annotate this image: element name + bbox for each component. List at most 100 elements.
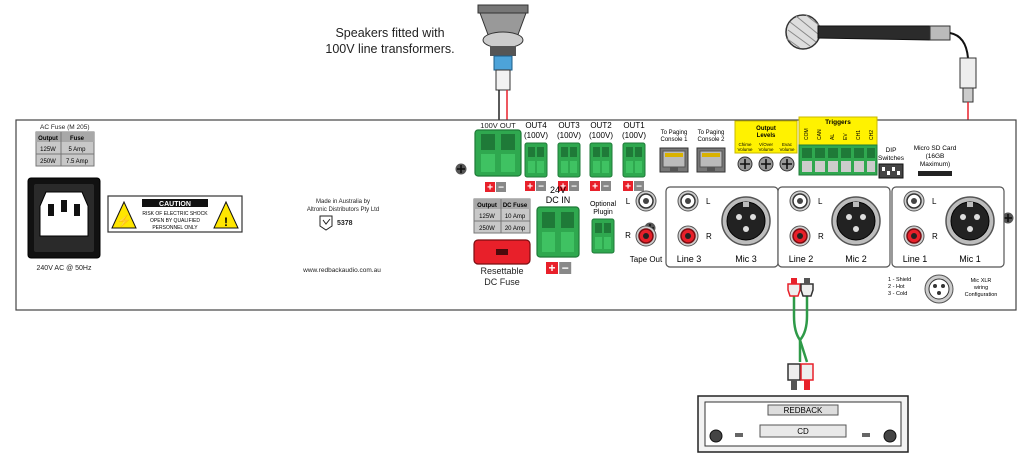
mic1-label: Mic 1 [959,254,981,264]
maker-line2: Altronic Distributors Pty Ltd [307,207,379,213]
optional-plugin-terminal[interactable]: Optional Plugin [590,201,617,254]
warning-icon: ⚡ [117,214,132,228]
ac-fuse-row2-output: 250W [40,159,56,165]
ac-fuse-title: AC Fuse (M 205) [40,124,90,131]
chime-label1: Chime [738,142,752,147]
optional-plugin-line1: Optional [590,201,617,208]
cert-number: 5378 [337,220,353,227]
evac-label1: Evac [782,142,793,147]
line3-l-label: L [706,197,711,206]
xlr-pin1: 1 - Shield [888,277,911,283]
line1-r-label: R [932,232,938,241]
micro-sd-slot[interactable]: Micro SD Card (16GB Maximum) [914,145,957,176]
line1-label: Line 1 [903,254,928,264]
dc-in-label-line2: DC IN [546,195,571,205]
mic3-xlr-jack[interactable] [721,196,771,246]
xlr-pin2: 2 - Hot [888,284,905,290]
output-levels-title2: Levels [757,133,776,139]
certification-mark: 5378 [319,215,353,231]
out1-label: OUT1 [623,121,645,130]
line3-left-jack[interactable] [677,190,699,212]
voiceover-label1: V/Over [759,142,774,147]
maker-line1: Made in Australia by [316,199,370,205]
resettable-label-line1: Resettable [480,266,523,276]
out2-sub: (100V) [589,131,613,140]
mic2-xlr-jack[interactable] [831,196,881,246]
ac-fuse-row1-output: 125W [40,147,56,153]
power-rating-label: 240V AC @ 50Hz [37,265,92,272]
sd-label2: (16GB [926,153,945,160]
xlr-caption3: Configuration [965,292,998,298]
paging1-line2: Console 1 [660,137,688,143]
line2-right-jack[interactable] [789,225,811,247]
resettable-label-line2: DC Fuse [484,277,520,287]
resettable-dc-fuse-button[interactable] [473,239,531,265]
sd-label3: Maximum) [920,161,950,168]
tape-out-r-label: R [625,231,631,240]
dip-switches[interactable]: DIP Switches [878,147,905,179]
chime-volume-trimmer[interactable] [737,156,753,172]
tape-out-connectors[interactable]: L R Tape Out [625,190,663,264]
tape-out-right-jack[interactable] [635,225,657,247]
xlr-pin3: 3 - Cold [888,291,907,297]
dc-in-terminal[interactable]: 24V DC IN [536,185,580,276]
output-terminal-out3[interactable]: OUT3 (100V) [557,121,581,193]
speaker-icon [477,4,529,91]
caution-line3: PERSONNEL ONLY [152,225,198,231]
xlr-caption1: Mic XLR [971,278,992,284]
out1-sub: (100V) [622,131,646,140]
cd-brand-label: REDBACK [784,406,823,415]
line2-label: Line 2 [789,254,814,264]
dip-label2: Switches [878,155,905,162]
output-levels-panel: Output Levels Chime Volume V/Over Volume… [734,120,798,154]
line3-label: Line 3 [677,254,702,264]
trigger-ch2: CH2 [869,130,875,140]
line2-l-label: L [818,197,823,206]
triggers-terminal[interactable]: Triggers COM CAN AL EV CH1 CH2 [798,116,878,176]
ac-fuse-row1-fuse: 5 Amp [68,147,86,153]
trigger-ev: EV [843,133,849,140]
output-terminal-out2[interactable]: OUT2 (100V) [589,121,613,193]
website-label: www.redbackaudio.com.au [302,267,381,274]
paging-console-1-port[interactable]: To Paging Console 1 [659,130,689,173]
out2-label: OUT2 [590,121,612,130]
speaker-caption-line1: Speakers fitted with [335,26,444,40]
dc-in-label-line1: 24V [550,185,566,195]
line1-right-jack[interactable] [903,225,925,247]
line3-r-label: R [706,232,712,241]
ac-fuse-header-output: Output [38,136,58,142]
out3-label: OUT3 [558,121,580,130]
100v-out-terminal[interactable]: 100V OUT [474,121,522,194]
xlr-wiring-diagram: 1 - Shield 2 - Hot 3 - Cold Mic XLR wiri… [888,274,998,304]
tape-out-label: Tape Out [630,255,663,264]
triggers-title: Triggers [825,119,851,126]
100v-out-label: 100V OUT [480,121,516,130]
chime-label2: Volume [737,147,753,152]
power-knob-icon [709,429,723,443]
screw-icon [455,163,467,175]
mic2-label: Mic 2 [845,254,867,264]
mic3-label: Mic 3 [735,254,757,264]
evac-volume-trimmer[interactable] [779,156,795,172]
paging2-line2: Console 2 [697,137,725,143]
out4-label: OUT4 [525,121,547,130]
line3-right-jack[interactable] [677,225,699,247]
ac-fuse-header-fuse: Fuse [70,136,85,142]
optional-plugin-line2: Plugin [593,209,613,216]
mic1-xlr-jack[interactable] [945,196,995,246]
paging1-line1: To Paging [661,130,688,136]
line1-left-jack[interactable] [903,190,925,212]
line2-r-label: R [818,232,824,241]
paging-console-2-port[interactable]: To Paging Console 2 [696,130,726,173]
output-terminal-out4[interactable]: OUT4 (100V) [524,121,548,193]
caution-label: ⚡ ! CAUTION RISK OF ELECTRIC SHOCK OPEN … [107,195,243,233]
sd-label1: Micro SD Card [914,145,957,152]
line2-left-jack[interactable] [789,190,811,212]
tape-out-left-jack[interactable] [635,190,657,212]
output-terminal-out1[interactable]: OUT1 (100V) [622,121,646,193]
ac-power-socket[interactable] [27,177,101,259]
rca-cable [787,278,814,390]
dc-fuse-row2-output: 250W [479,226,495,232]
dc-fuse-table: Output DC Fuse 125W 10 Amp 250W 20 Amp [473,198,531,234]
voiceover-volume-trimmer[interactable] [758,156,774,172]
